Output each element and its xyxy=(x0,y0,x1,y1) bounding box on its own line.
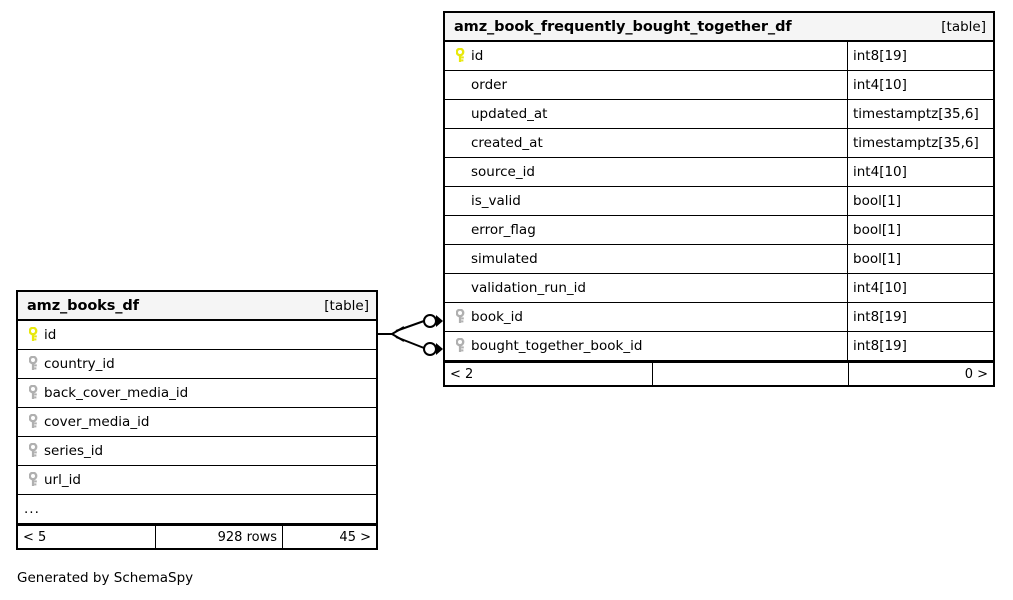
column-label: cover_media_id xyxy=(44,414,150,430)
foreign-key-icon xyxy=(451,338,471,354)
column-type-cell: int4[10] xyxy=(847,158,993,186)
entity-table-amz-book-frequently-bought-together-df[interactable]: amz_book_frequently_bought_together_df [… xyxy=(443,11,995,387)
table-row[interactable]: error_flag bool[1] xyxy=(445,216,993,245)
column-label: order xyxy=(471,77,507,93)
column-name-cell: simulated xyxy=(445,245,847,273)
table-type-tag: [table] xyxy=(941,18,986,35)
footer-children-count[interactable]: 0 > xyxy=(964,366,988,382)
table-header: amz_book_frequently_bought_together_df [… xyxy=(445,13,993,42)
entity-table-amz-books-df[interactable]: amz_books_df [table] id country_id back_… xyxy=(16,290,378,550)
table-row[interactable]: url_id xyxy=(18,466,376,495)
generated-by-label: Generated by SchemaSpy xyxy=(17,570,194,586)
table-row[interactable]: id int8[19] xyxy=(445,42,993,71)
table-footer: < 2 0 > xyxy=(445,361,993,385)
relation-crowsfoot-lower xyxy=(391,333,405,342)
column-label: updated_at xyxy=(471,106,548,122)
column-label: id xyxy=(44,327,57,343)
primary-key-icon xyxy=(24,327,44,343)
table-row-more-columns[interactable]: ... xyxy=(18,495,376,524)
relation-line-book-id xyxy=(395,320,425,332)
column-label: created_at xyxy=(471,135,543,151)
table-footer: < 5 928 rows 45 > xyxy=(18,524,376,548)
primary-key-icon xyxy=(451,48,471,64)
footer-row-count: 928 rows xyxy=(156,526,283,548)
column-label: simulated xyxy=(471,251,538,267)
column-name-cell: series_id xyxy=(18,437,376,465)
column-name-cell: id xyxy=(445,42,847,70)
footer-row-count xyxy=(653,363,849,385)
footer-parents-count[interactable]: < 5 xyxy=(18,526,156,548)
foreign-key-icon xyxy=(24,443,44,459)
column-name-cell: validation_run_id xyxy=(445,274,847,302)
column-label: back_cover_media_id xyxy=(44,385,189,401)
column-name-cell: error_flag xyxy=(445,216,847,244)
foreign-key-icon xyxy=(24,472,44,488)
column-type-cell: int4[10] xyxy=(847,274,993,302)
column-name-cell: back_cover_media_id xyxy=(18,379,376,407)
column-label: url_id xyxy=(44,472,81,488)
column-type-cell: int8[19] xyxy=(847,42,993,70)
foreign-key-icon xyxy=(24,385,44,401)
column-type-cell: int8[19] xyxy=(847,332,993,360)
column-name-cell: source_id xyxy=(445,158,847,186)
table-row[interactable]: created_at timestamptz[35,6] xyxy=(445,129,993,158)
column-name-cell: is_valid xyxy=(445,187,847,215)
table-row[interactable]: series_id xyxy=(18,437,376,466)
table-row[interactable]: country_id xyxy=(18,350,376,379)
table-row[interactable]: cover_media_id xyxy=(18,408,376,437)
column-name-cell: order xyxy=(445,71,847,99)
column-type-cell: bool[1] xyxy=(847,245,993,273)
table-row[interactable]: is_valid bool[1] xyxy=(445,187,993,216)
table-row[interactable]: book_id int8[19] xyxy=(445,303,993,332)
column-name-cell: updated_at xyxy=(445,100,847,128)
column-name-cell: url_id xyxy=(18,466,376,494)
column-type-cell: int8[19] xyxy=(847,303,993,331)
table-row[interactable]: order int4[10] xyxy=(445,71,993,100)
column-label: is_valid xyxy=(471,193,521,209)
column-label: series_id xyxy=(44,443,104,459)
foreign-key-icon xyxy=(451,309,471,325)
relation-optional-circle-bought-together-book-id xyxy=(423,342,437,356)
column-type-cell: bool[1] xyxy=(847,216,993,244)
relation-line-bought-together-book-id xyxy=(395,336,425,349)
table-row[interactable]: bought_together_book_id int8[19] xyxy=(445,332,993,361)
column-name-cell: country_id xyxy=(18,350,376,378)
relation-arrow-book-id xyxy=(436,315,443,327)
column-type-cell: timestamptz[35,6] xyxy=(847,100,993,128)
table-type-tag: [table] xyxy=(324,297,369,314)
foreign-key-icon xyxy=(24,356,44,372)
column-label: bought_together_book_id xyxy=(471,338,643,354)
column-label: ... xyxy=(24,501,40,517)
column-type-cell: int4[10] xyxy=(847,71,993,99)
table-header: amz_books_df [table] xyxy=(18,292,376,321)
column-name-cell: created_at xyxy=(445,129,847,157)
column-name-cell: bought_together_book_id xyxy=(445,332,847,360)
column-type-cell: bool[1] xyxy=(847,187,993,215)
column-label: book_id xyxy=(471,309,523,325)
table-row[interactable]: validation_run_id int4[10] xyxy=(445,274,993,303)
table-title: amz_books_df xyxy=(27,297,139,314)
column-label: country_id xyxy=(44,356,115,372)
column-name-cell: id xyxy=(18,321,376,349)
footer-parents-count[interactable]: < 2 xyxy=(445,363,653,385)
column-label: source_id xyxy=(471,164,535,180)
column-type-cell: timestamptz[35,6] xyxy=(847,129,993,157)
table-row[interactable]: back_cover_media_id xyxy=(18,379,376,408)
column-name-cell: cover_media_id xyxy=(18,408,376,436)
table-row[interactable]: updated_at timestamptz[35,6] xyxy=(445,100,993,129)
relation-crowsfoot-upper xyxy=(391,326,405,335)
footer-children-count[interactable]: 45 > xyxy=(339,529,371,545)
foreign-key-icon xyxy=(24,414,44,430)
column-label: validation_run_id xyxy=(471,280,586,296)
column-label: id xyxy=(471,48,484,64)
table-row[interactable]: id xyxy=(18,321,376,350)
table-row[interactable]: source_id int4[10] xyxy=(445,158,993,187)
column-name-cell: ... xyxy=(18,495,376,523)
column-label: error_flag xyxy=(471,222,536,238)
relation-arrow-bought-together-book-id xyxy=(436,343,443,355)
table-title: amz_book_frequently_bought_together_df xyxy=(454,18,792,35)
column-name-cell: book_id xyxy=(445,303,847,331)
relation-optional-circle-book-id xyxy=(423,314,437,328)
table-row[interactable]: simulated bool[1] xyxy=(445,245,993,274)
